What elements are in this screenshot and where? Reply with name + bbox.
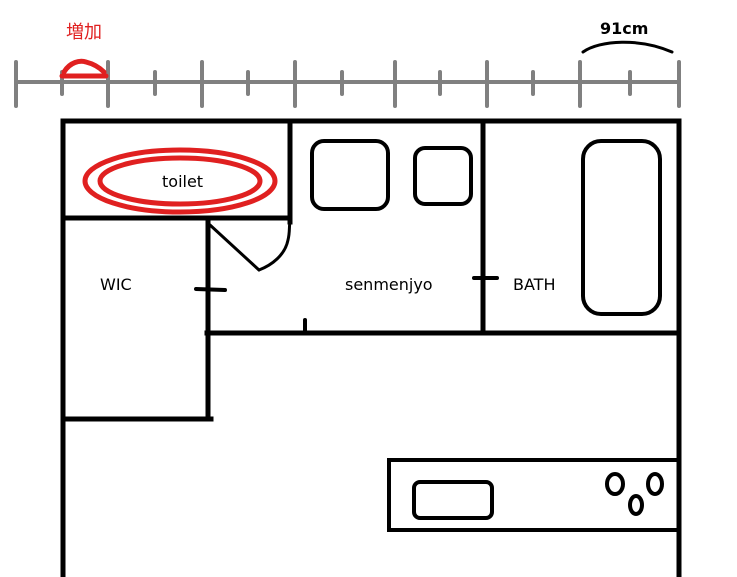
stove-burner-bottom — [628, 494, 644, 516]
room-label-senmenjyo: senmenjyo — [345, 275, 433, 294]
kitchen-sink — [412, 480, 494, 520]
bathtub — [581, 139, 662, 316]
kitchen-counter — [387, 458, 681, 532]
added-marker — [59, 58, 109, 79]
door-leaf — [208, 223, 261, 272]
vanity-sink-large — [310, 139, 390, 211]
kitchen-counter-outline — [387, 458, 681, 532]
vanity-sink-small — [413, 146, 473, 206]
toilet-outer-ring — [82, 147, 278, 215]
stove-burner-right — [646, 472, 664, 496]
scale-arc — [581, 40, 674, 54]
walls — [60, 118, 682, 577]
wic-door-mark — [194, 287, 227, 292]
scale-label: 91cm — [600, 19, 648, 38]
room-label-bath: BATH — [513, 275, 555, 294]
toilet-door-swing — [208, 220, 292, 272]
toilet-fixture — [82, 147, 278, 215]
stove-burner-left — [605, 472, 625, 496]
room-label-toilet: toilet — [162, 172, 203, 191]
door-marks — [194, 276, 499, 335]
vanity-fixtures — [310, 139, 473, 211]
door-arc — [257, 220, 292, 272]
added-label: 増加 — [66, 22, 102, 43]
added-arc — [61, 58, 107, 75]
ruler — [14, 60, 681, 108]
toilet-inner-ring — [97, 155, 263, 207]
room-label-wic: WIC — [100, 275, 132, 294]
